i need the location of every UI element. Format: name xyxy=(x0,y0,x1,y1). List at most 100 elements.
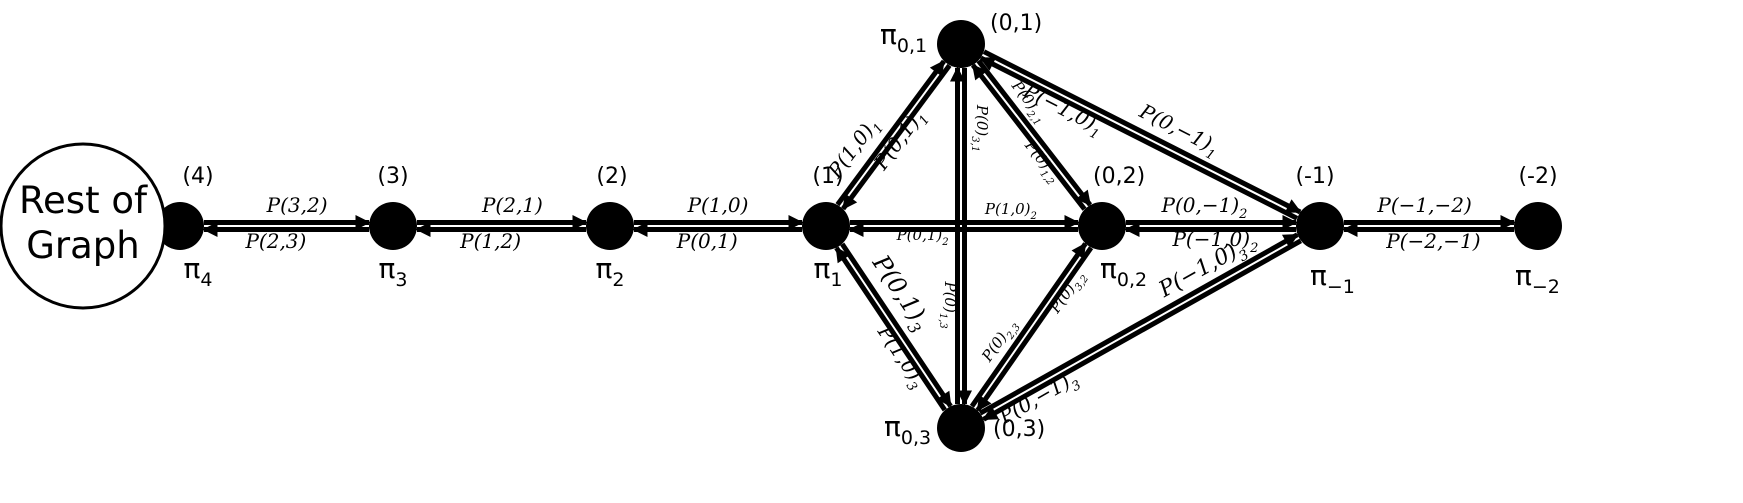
state-coordinate-nm1: (-1) xyxy=(1295,164,1334,189)
edge-label-e02-m1-rev: P(−1,0)2 xyxy=(1171,227,1258,256)
edge-label-text: P(1,0) xyxy=(984,200,1031,218)
pi-symbol: π xyxy=(880,18,897,51)
edge-label-e3-2-rev: P(1,2) xyxy=(459,229,521,253)
state-probability-n03: π0,3 xyxy=(884,410,931,449)
state-node-n1 xyxy=(802,202,850,250)
edge-label-text: P(2,1) xyxy=(481,193,543,217)
edge-label-subscript: 2 xyxy=(1249,241,1258,256)
state-probability-n2: π2 xyxy=(596,252,625,291)
state-coordinate-n2: (2) xyxy=(596,164,627,189)
edge-label-text: P(0) xyxy=(941,280,959,312)
state-node-n02 xyxy=(1078,202,1126,250)
edge-label-text: P(1,2) xyxy=(459,229,521,253)
edge-e01-m1-reverse-line xyxy=(979,55,1299,221)
state-coordinate-n01: (0,1) xyxy=(990,11,1042,36)
state-probability-n4: π4 xyxy=(184,252,213,291)
pi-symbol: π xyxy=(814,252,831,285)
rest-of-graph-label-line2: Graph xyxy=(26,224,140,267)
edge-e3-2 xyxy=(415,215,588,237)
edge-e1-03 xyxy=(834,242,953,412)
state-coordinate-n1: (1) xyxy=(812,164,843,189)
state-probability-nm1: π−1 xyxy=(1310,259,1355,298)
pi-subscript: 0,2 xyxy=(1117,269,1147,291)
edge-e03-m1-forward-line xyxy=(978,232,1299,416)
edge-label-e3-2-fwd: P(2,1) xyxy=(481,193,543,217)
state-node-nm1 xyxy=(1296,202,1344,250)
edge-label-e4-3-fwd: P(3,2) xyxy=(266,193,328,217)
pi-symbol: π xyxy=(596,252,613,285)
pi-subscript: 1 xyxy=(830,269,842,291)
edge-label-em1-m2-fwd: P(−1,−2) xyxy=(1376,193,1471,217)
edge-label-text: P(1,0) xyxy=(687,193,749,217)
pi-subscript: 4 xyxy=(200,269,212,291)
edge-label-e01-m1-fwd: P(0,−1)1 xyxy=(1133,98,1224,163)
state-coordinate-n3: (3) xyxy=(377,164,408,189)
pi-symbol: π xyxy=(1310,259,1327,292)
state-node-n4 xyxy=(156,202,204,250)
pi-symbol: π xyxy=(884,410,901,443)
edge-label-text: P(0,1) xyxy=(868,111,924,175)
edge-label-text: P(−2,−1) xyxy=(1385,229,1480,253)
edge-label-text: P(0,1) xyxy=(866,249,930,326)
edge-label-subscript: 3,1 xyxy=(969,136,980,152)
edge-label-subscript: 2 xyxy=(941,237,948,248)
edge-label-text: P(0,−1) xyxy=(1161,193,1240,217)
edge-label-e01-03-rev: P(0)3,1 xyxy=(969,104,991,152)
edge-e01-02-forward-line xyxy=(976,59,1093,207)
edge-label-e01-03-fwd: P(0)1,3 xyxy=(937,280,959,328)
state-probability-n1: π1 xyxy=(814,252,843,291)
pi-subscript: −2 xyxy=(1532,276,1560,298)
edge-label-subscript: 1,3 xyxy=(937,313,948,329)
edge-label-text: P(0,1) xyxy=(896,226,943,244)
rest-of-graph-circle xyxy=(0,142,167,310)
pi-subscript: 3 xyxy=(395,269,407,291)
state-probability-n02: π0,2 xyxy=(1100,252,1147,291)
edge-label-e2-1-fwd: P(1,0) xyxy=(687,193,749,217)
edge-label-e1-01-rev: P(0,1)1 xyxy=(868,104,933,178)
pi-symbol: π xyxy=(379,252,396,285)
edge-label-e4-3-rev: P(2,3) xyxy=(244,229,306,253)
edge-e02-03-forward-line xyxy=(975,246,1094,412)
state-probability-nm2: π−2 xyxy=(1515,259,1560,298)
edge-e02-m1 xyxy=(1124,215,1298,237)
edge-e1-01-reverse-line xyxy=(841,63,952,211)
edge-e01-02 xyxy=(970,59,1093,211)
edge-label-e2-1-rev: P(0,1) xyxy=(676,229,738,253)
edge-e1-01 xyxy=(835,59,952,211)
edge-label-e02-m1-fwd: P(0,−1)2 xyxy=(1161,193,1248,222)
rest-of-graph-label-line1: Rest of xyxy=(19,179,148,222)
pi-subscript: −1 xyxy=(1327,276,1355,298)
edge-em1-m2 xyxy=(1342,215,1516,237)
edge-e03-m1-reverse-line xyxy=(982,238,1303,422)
edge-label-subscript: 3 xyxy=(1069,378,1084,395)
edge-label-em1-m2-rev: P(−2,−1) xyxy=(1385,229,1480,253)
edge-label-text: P(0,1) xyxy=(676,229,738,253)
state-node-n2 xyxy=(586,202,634,250)
edge-e1-03-reverse-line xyxy=(834,246,947,412)
state-node-nm2 xyxy=(1514,202,1562,250)
edge-label-e1-02-fwd: P(1,0)2 xyxy=(984,200,1037,222)
edge-label-text: P(−1,0) xyxy=(1171,227,1250,251)
pi-subscript: 2 xyxy=(612,269,624,291)
pi-symbol: π xyxy=(184,252,201,285)
state-node-n3 xyxy=(369,202,417,250)
edge-label-text: P(−1,−2) xyxy=(1376,193,1471,217)
nodes-layer xyxy=(156,20,1562,452)
edge-e4-3 xyxy=(202,215,371,237)
pi-symbol: π xyxy=(1515,259,1532,292)
state-coordinate-n02: (0,2) xyxy=(1093,164,1145,189)
edges-layer xyxy=(202,49,1516,422)
edge-label-subscript: 2 xyxy=(1238,207,1247,222)
edge-e01-03 xyxy=(950,66,972,406)
edge-e02-03-reverse-line xyxy=(969,242,1088,408)
edge-label-subscript: 2 xyxy=(1030,211,1037,222)
state-coordinate-n03: (0,3) xyxy=(993,417,1045,442)
state-node-n03 xyxy=(937,404,985,452)
state-probability-n3: π3 xyxy=(379,252,408,291)
edge-e1-01-forward-line xyxy=(835,59,946,207)
edge-e03-m1 xyxy=(978,232,1303,422)
edge-label-text: P(0) xyxy=(973,104,991,136)
state-coordinate-n4: (4) xyxy=(182,164,213,189)
state-node-n01 xyxy=(937,20,985,68)
edge-e01-m1-forward-line xyxy=(982,49,1302,215)
